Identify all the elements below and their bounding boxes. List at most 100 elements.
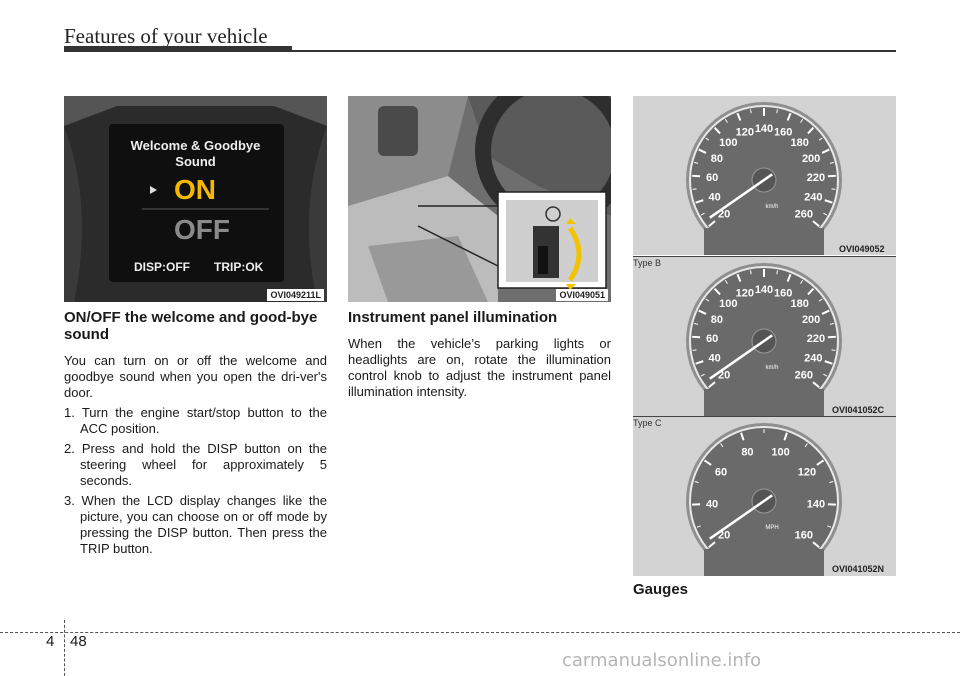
gauge-tick-label: 160 xyxy=(774,288,792,300)
gauge-unit-label: km/h xyxy=(765,204,778,210)
page-header-title: Features of your vehicle xyxy=(64,24,268,48)
gauge-tick-label: 220 xyxy=(807,333,825,345)
gauge-tick xyxy=(831,349,836,351)
gauge-tick xyxy=(829,161,834,164)
gauge-tick xyxy=(807,126,815,135)
step-item: 3. When the LCD display changes like the… xyxy=(64,493,327,556)
gauge-tick-label: 40 xyxy=(709,191,721,203)
gauge-tick xyxy=(694,161,699,164)
lcd-line2: Sound xyxy=(175,154,216,169)
gauge-tick-label: 100 xyxy=(771,447,789,459)
gauge-tick xyxy=(705,298,710,302)
gauge-unit-label: MPH xyxy=(765,525,778,531)
gauge-tick xyxy=(821,309,830,315)
page-number: 48 xyxy=(70,633,87,650)
gauge-tick-label: 200 xyxy=(802,314,820,326)
image-code: OVI049211L xyxy=(267,289,324,301)
intro-paragraph: You can turn on or off the welcome and g… xyxy=(64,353,327,400)
gauge-tick-label: 120 xyxy=(736,288,754,300)
gauge-tick xyxy=(786,273,792,282)
gauge-tick-label: 160 xyxy=(774,127,792,139)
gauge-tick xyxy=(829,322,834,325)
gauge-tick xyxy=(692,188,697,190)
gauge-tick xyxy=(708,381,716,389)
gauge-tick-label: 120 xyxy=(798,467,816,479)
gauge-tick xyxy=(692,349,697,351)
illumination-paragraph: When the vehicle’s parking lights or hea… xyxy=(348,336,611,399)
gauge-tick-label: 80 xyxy=(711,153,723,165)
section-heading-welcome: ON/OFF the welcome and good-bye sound xyxy=(64,309,318,343)
lcd-off: OFF xyxy=(174,214,230,245)
gauge-tick-label: 20 xyxy=(718,208,730,220)
gauge-tick xyxy=(736,273,742,282)
gauge-tick xyxy=(776,109,779,114)
gauge-tick xyxy=(749,270,752,275)
gauge-tick xyxy=(740,432,745,441)
gauge-tick xyxy=(807,287,815,296)
gauge-tick xyxy=(824,199,833,204)
gauge-tick xyxy=(749,109,752,114)
gauge-tick xyxy=(698,148,707,154)
gauge-separator xyxy=(633,416,896,417)
gauge-tick-label: 260 xyxy=(795,369,813,381)
lcd-trip: TRIP:OK xyxy=(214,260,264,274)
gauge-tick-label: 140 xyxy=(755,123,773,135)
step-item: 1. Turn the engine start/stop button to … xyxy=(64,405,327,436)
gauge-tick xyxy=(816,459,825,466)
gauge-tick-label: 60 xyxy=(706,172,718,184)
gauge-tick-label: 140 xyxy=(755,284,773,296)
gauge-tick-label: 120 xyxy=(736,127,754,139)
gauge-needle xyxy=(709,494,773,540)
gauge-tick-label: 240 xyxy=(804,191,822,203)
gauge-tick xyxy=(696,525,701,528)
gauge-tick xyxy=(708,220,716,228)
gauge-tick-label: 240 xyxy=(804,352,822,364)
gauge-tick xyxy=(694,322,699,325)
gauge-tick xyxy=(818,298,823,302)
chapter-number: 4 xyxy=(46,633,55,650)
gauge-tick-label: 180 xyxy=(791,137,809,149)
gauge-tick xyxy=(694,481,699,484)
gauge-tick xyxy=(724,280,728,284)
watermark: carmanualsonline.info xyxy=(562,650,762,671)
gauge-tick-label: 260 xyxy=(795,208,813,220)
gauge-tick-label: 220 xyxy=(807,172,825,184)
lcd-disp: DISP:OFF xyxy=(134,260,190,274)
gauge-tick-label: 40 xyxy=(706,499,718,511)
gauge-tick xyxy=(713,126,721,135)
gauges-caption: Gauges xyxy=(633,581,689,598)
gauge-tick-label: 80 xyxy=(711,314,723,326)
gauge-tick xyxy=(695,360,704,365)
gauge-tick xyxy=(821,148,830,154)
gauge-unit-label: km/h xyxy=(765,365,778,371)
gauge-tick xyxy=(708,541,716,549)
gauge-tick xyxy=(783,432,788,441)
dashboard-knob-image: OVI049051 xyxy=(348,96,611,302)
image-code: OVI041052C xyxy=(832,405,885,415)
gauge-tick-label: 200 xyxy=(802,153,820,165)
gauge-needle xyxy=(709,173,773,219)
gauge-tick xyxy=(695,199,704,204)
gauge-tick-label: 20 xyxy=(718,369,730,381)
lcd-display-image: Welcome & Goodbye Sound ON OFF DISP:OFF … xyxy=(64,96,327,302)
gauge-tick xyxy=(812,541,820,549)
gauge-tick xyxy=(698,309,707,315)
lcd-on: ON xyxy=(174,174,216,205)
gauge-tick xyxy=(804,443,808,448)
gauge-tick xyxy=(703,459,712,466)
gauge-tick xyxy=(700,212,705,216)
footer-divider xyxy=(64,620,65,676)
gauge-tick-label: 20 xyxy=(718,529,730,541)
gauge-tick-label: 100 xyxy=(719,298,737,310)
gauge-tick-label: 100 xyxy=(719,137,737,149)
gauge-type-label: Type C xyxy=(633,418,662,428)
step-item: 2. Press and hold the DISP button on the… xyxy=(64,441,327,488)
gauge-tick xyxy=(786,112,792,121)
gauge-tick xyxy=(812,381,820,389)
gauge-tick xyxy=(700,373,705,377)
gauge-tick xyxy=(831,188,836,190)
gauge-tick xyxy=(705,137,710,141)
